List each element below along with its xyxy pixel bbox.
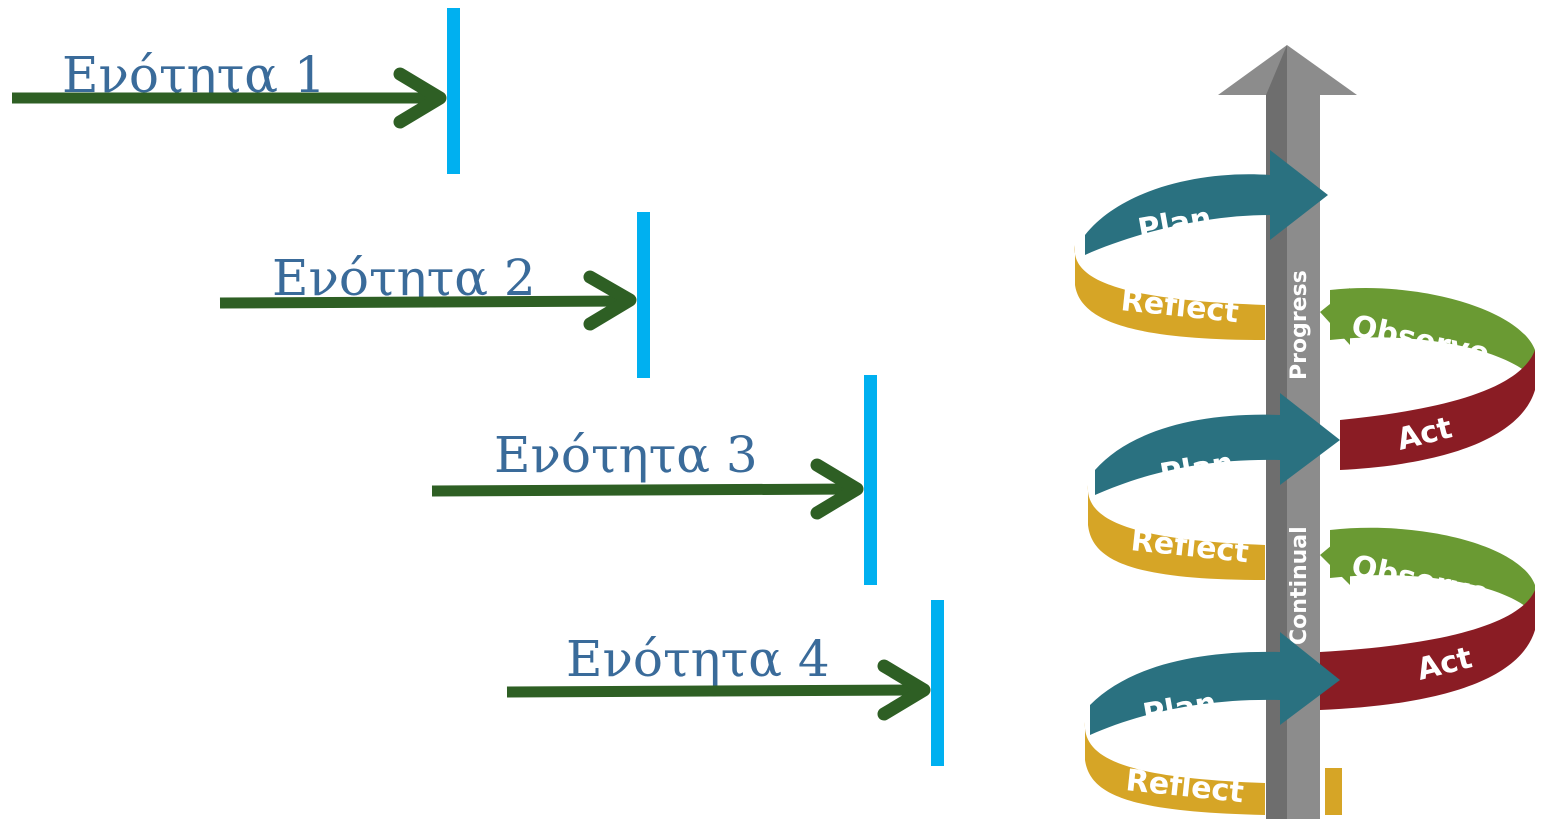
unit-3-marker: [864, 375, 877, 585]
unit-4-marker: [931, 600, 944, 766]
reflect-3-band: [1084, 722, 1265, 815]
unit-3-label: Ενότητα 3: [494, 426, 758, 484]
unit-3-arrow-shaft: [431, 483, 856, 497]
spiral-back: [1320, 288, 1535, 710]
unit-2-arrow-shaft: [219, 295, 629, 309]
observe-1-arrowhead: [1320, 288, 1350, 345]
unit-1-arrow-head: [393, 67, 447, 129]
unit-2-marker: [637, 212, 650, 378]
unit-2-arrow-head: [583, 270, 637, 331]
plan-2-band: [1095, 393, 1340, 495]
act-1-band: [1340, 350, 1535, 470]
unit-1-marker: [447, 8, 460, 174]
action-research-spiral: Progress Continual Plan Reflect Observe …: [1074, 45, 1535, 819]
pole-word-progress: Progress: [1287, 270, 1312, 380]
pole-word-continual: Continual: [1287, 526, 1312, 645]
reflect-1-band: [1074, 245, 1265, 340]
unit-1: Ενότητα 1: [12, 8, 460, 174]
unit-4-arrow-head: [877, 659, 931, 721]
act-2-band: [1320, 590, 1535, 710]
observe-2-arrowhead: [1320, 530, 1350, 585]
unit-4-label: Ενότητα 4: [566, 630, 830, 688]
observe-1-band: [1330, 288, 1535, 380]
unit-4: Ενότητα 4: [506, 600, 944, 766]
observe-2-band: [1330, 527, 1535, 615]
spiral-front: Plan Reflect Observe Act Plan Reflect Ob…: [1074, 150, 1492, 815]
unit-3: Ενότητα 3: [431, 375, 877, 585]
reflect-2-band: [1087, 485, 1265, 580]
plan-1-band: [1085, 150, 1328, 255]
unit-4-arrow-shaft: [506, 684, 923, 698]
unit-3-arrow-head: [810, 458, 864, 520]
unit-2: Ενότητα 2: [219, 212, 650, 378]
plan-3-band: [1090, 632, 1340, 735]
